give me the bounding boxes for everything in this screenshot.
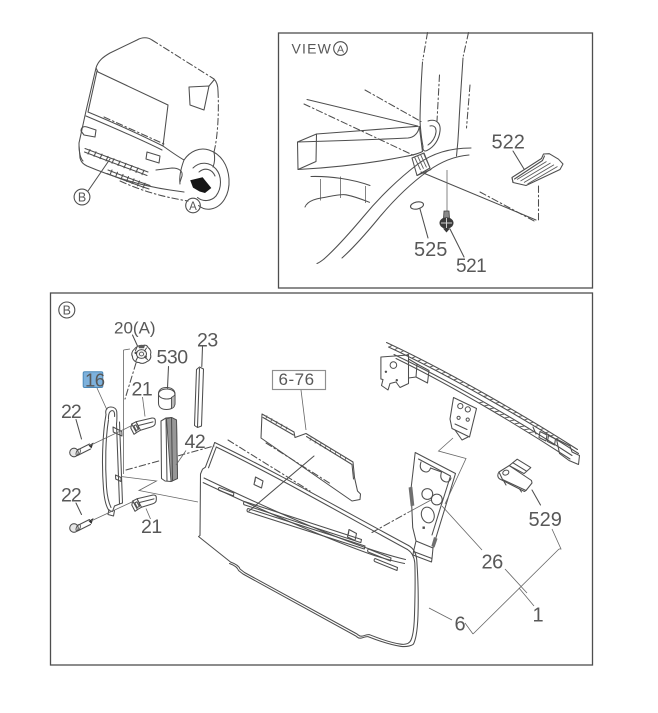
svg-text:A: A [189,201,197,213]
svg-text:530: 530 [157,347,189,369]
svg-text:42: 42 [185,431,206,453]
svg-text:525: 525 [414,239,447,261]
svg-text:A: A [337,44,344,56]
svg-text:B: B [63,304,71,318]
svg-text:1: 1 [533,605,544,627]
svg-text:B: B [78,191,86,205]
svg-text:529: 529 [529,509,562,531]
svg-text:26: 26 [482,552,504,574]
svg-text:VIEW: VIEW [292,41,333,57]
svg-text:22: 22 [61,401,81,423]
svg-text:22: 22 [61,485,81,507]
svg-text:6: 6 [455,614,466,636]
svg-text:16: 16 [85,369,105,390]
svg-text:522: 522 [492,132,525,154]
svg-text:23: 23 [197,330,218,352]
svg-text:21: 21 [141,516,162,538]
svg-text:521: 521 [456,256,486,277]
svg-text:6-76: 6-76 [279,370,315,389]
svg-text:20(A): 20(A) [114,319,156,338]
svg-text:21: 21 [132,379,153,401]
